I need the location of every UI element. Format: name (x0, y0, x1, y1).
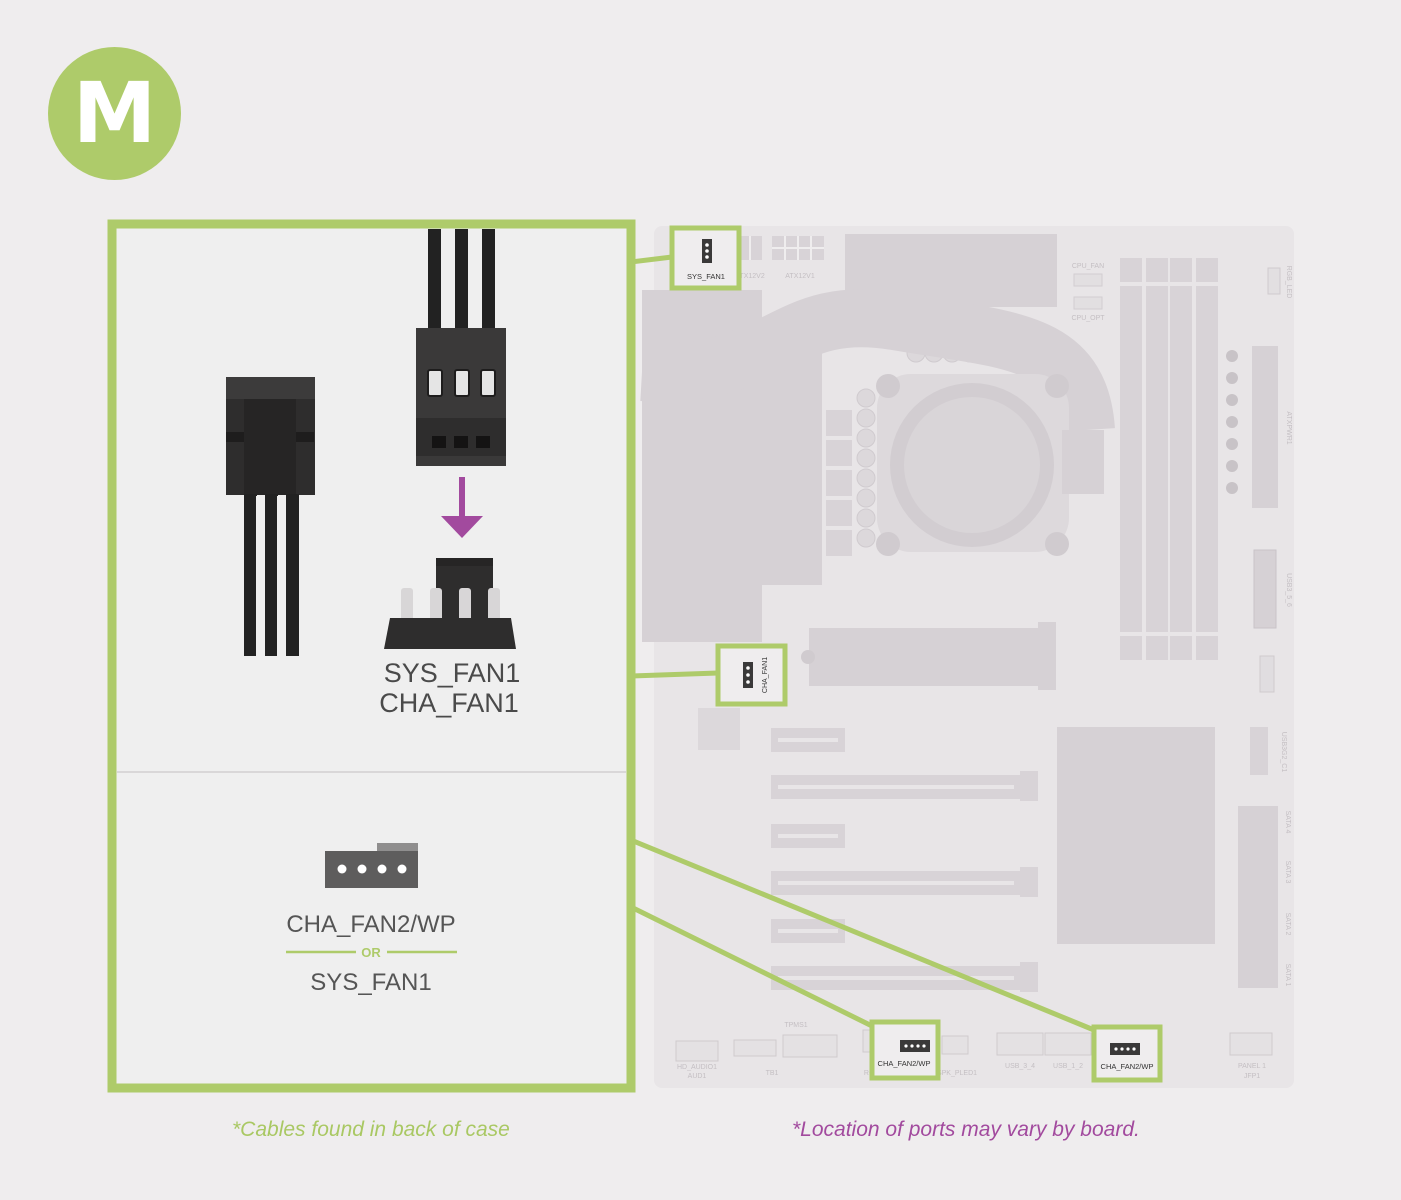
silkscreen-label: HD_AUDIO1 (677, 1064, 717, 1071)
callout-cha-fan2-left-label: CHA_FAN2/WP (878, 1059, 931, 1068)
callout-cha-fan2-wp-right: CHA_FAN2/WP (1091, 1024, 1163, 1083)
silkscreen-label: SATA 2 (1284, 913, 1291, 936)
location-note: *Location of ports may vary by board. (792, 1118, 1140, 1141)
cable-panel: SYS_FAN1 CHA_FAN1 CHA_FAN2/WP OR SYS_FAN… (107, 219, 636, 1093)
silkscreen-label: CPU_FAN (1072, 263, 1104, 270)
cpu-opt-header (1073, 296, 1103, 310)
silkscreen-label: ATX12V2 (735, 273, 765, 280)
cable-panel-frame (107, 219, 636, 1093)
atx12v2-connector (738, 236, 762, 260)
callout-cha-fan1: CHA_FAN1 (715, 643, 788, 707)
dimm-slots (1120, 258, 1218, 660)
silkscreen-label: USB3G2_C1 (1280, 732, 1287, 773)
fan-cable-plug-right (416, 229, 506, 466)
atx12v1-connector (772, 236, 824, 260)
silkscreen-label: CPU_OPT (1071, 315, 1105, 322)
insert-arrow-icon (441, 477, 483, 538)
callout-sys-fan1: SYS_FAN1 (669, 225, 742, 291)
aio-pump-block (876, 374, 1104, 556)
panel-label-cha-fan2: CHA_FAN2/WP (286, 911, 455, 938)
silkscreen-label: RGB_LED (1285, 266, 1292, 299)
callout-cha-fan2-wp-left: CHA_FAN2/WP (869, 1019, 941, 1081)
motherboard: ATX12V2 ATX12V1 CPU_FAN CPU_OPT RGB_LED ATXPW… (640, 226, 1294, 1088)
four-pin-connector-icon (325, 843, 418, 888)
silkscreen-label: SATA 3 (1284, 861, 1291, 884)
or-label: OR (361, 945, 381, 960)
rgb-led-header (1267, 267, 1281, 295)
silkscreen-labels: ATX12V2 ATX12V1 CPU_FAN CPU_OPT RGB_LED ATXPW… (677, 263, 1292, 1080)
silkscreen-label: TPMS1 (784, 1022, 807, 1029)
fan-cable-plug-left (226, 377, 315, 656)
chipset-heatsink (1057, 727, 1215, 944)
cables-note: *Cables found in back of case (232, 1118, 510, 1141)
callout-lines (629, 254, 1095, 1033)
callout-cha-fan2-right-label: CHA_FAN2/WP (1101, 1062, 1154, 1071)
vrm-chokes (826, 410, 852, 556)
silkscreen-label: USB3_5_6 (1285, 573, 1292, 607)
sata-ports (1238, 806, 1278, 988)
silkscreen-label: TB1 (766, 1070, 779, 1077)
silkscreen-label: ATX12V1 (785, 273, 815, 280)
silkscreen-label: JFP1 (1244, 1073, 1260, 1080)
silkscreen-label: SATA 4 (1284, 811, 1291, 834)
usb3-header (1253, 549, 1277, 629)
step-badge: M (48, 47, 181, 180)
silkscreen-label: SATA 1 (1284, 964, 1291, 987)
small-header (1259, 655, 1275, 693)
panel-label-sys-fan1-alt: SYS_FAN1 (310, 969, 431, 996)
aio-tube (640, 289, 1115, 434)
fan-header-4pin (384, 558, 516, 649)
callout-cha-fan1-label: CHA_FAN1 (762, 657, 769, 693)
cpu-fan-header (1073, 273, 1103, 287)
silkscreen-label: USB_3_4 (1005, 1063, 1035, 1070)
panel-label-cha-fan1: CHA_FAN1 (379, 688, 519, 718)
atx-power-connector (1226, 346, 1278, 508)
silkscreen-label: SPK_PLED1 (937, 1070, 977, 1077)
silkscreen-label: USB_1_2 (1053, 1063, 1083, 1070)
panel-label-sys-fan1: SYS_FAN1 (384, 658, 521, 688)
usb-c-header (1250, 727, 1268, 775)
m2-heatsink (809, 628, 1045, 686)
silkscreen-label: ATXPWR1 (1285, 411, 1292, 444)
silkscreen-label: AUD1 (688, 1073, 707, 1080)
silkscreen-label: PANEL 1 (1238, 1063, 1266, 1070)
small-chip (698, 708, 740, 750)
callout-sys-fan1-label: SYS_FAN1 (687, 272, 725, 281)
